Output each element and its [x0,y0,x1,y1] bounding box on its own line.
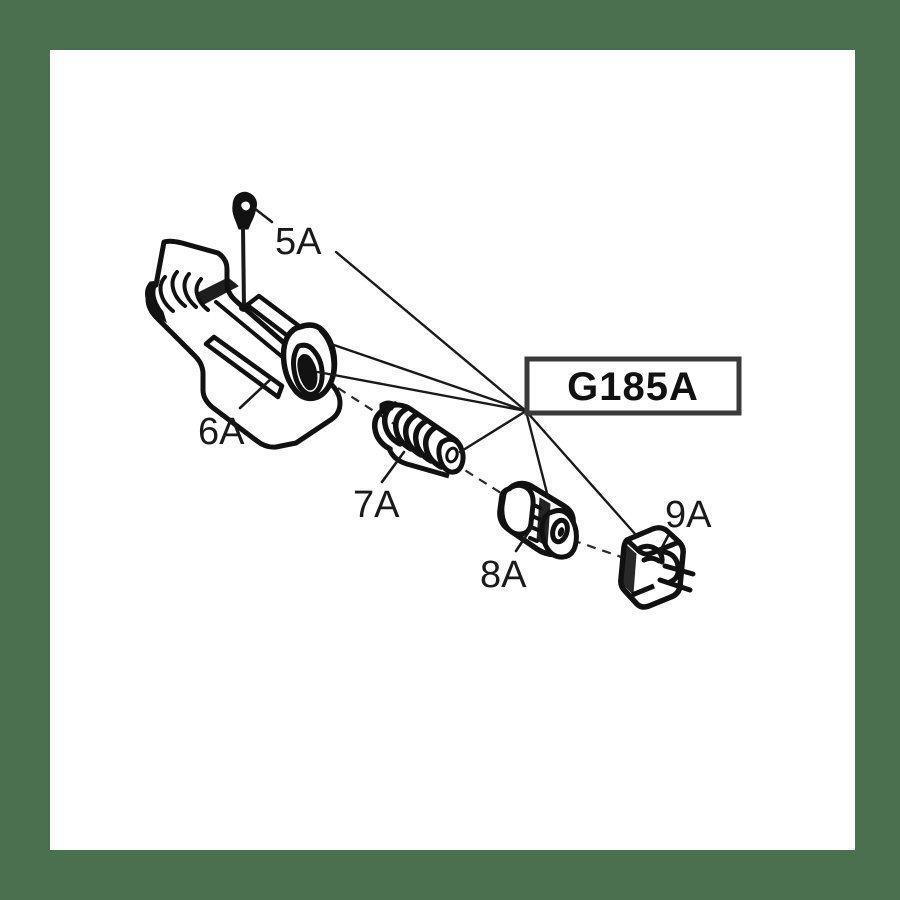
part-label-9a: 9A [665,494,712,536]
part-5a-pin-screw [232,191,274,309]
part-9a-terminal-connector [618,525,696,610]
reference-code-text: G185A [567,365,699,409]
part-label-6a: 6A [198,411,245,453]
part-label-5a: 5A [275,221,322,263]
reference-callout-box[interactable]: G185A [524,356,742,416]
part-6a-lock-cylinder-body [145,238,343,450]
part-label-7a: 7A [353,484,400,526]
part-7a-coil-spring [371,400,466,484]
leader-lines [316,250,638,537]
part-label-8a: 8A [480,554,527,596]
part-labels: 5A 6A 7A 8A 9A [198,221,712,596]
part-8a-barrel-bushing [497,480,579,560]
